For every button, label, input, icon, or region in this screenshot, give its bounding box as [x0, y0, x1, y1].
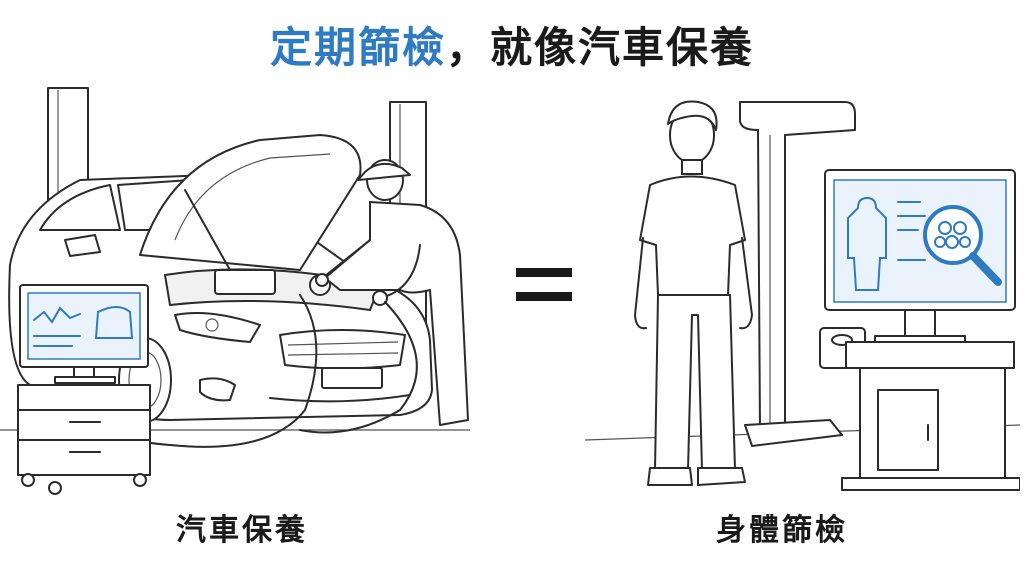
- magnifier-icon: [923, 205, 1002, 286]
- page-title: 定期篩檢，就像汽車保養: [0, 18, 1024, 78]
- car-icon: [8, 134, 433, 423]
- title-rest: 就像汽車保養: [490, 23, 755, 72]
- car-maintenance-illustration: [0, 87, 470, 495]
- caption-body-screening: 身體篩檢: [716, 513, 848, 548]
- equals-sign: =: [512, 262, 576, 310]
- body-screening-illustration: [584, 100, 1020, 491]
- caption-car-maintenance: 汽車保養: [176, 513, 308, 548]
- title-highlight: 定期篩檢: [269, 23, 446, 72]
- body-scanner-icon: [739, 101, 1020, 491]
- mechanic-icon: [315, 159, 469, 426]
- title-separator: ，: [445, 23, 490, 72]
- diagnostic-monitor-icon: [17, 284, 151, 495]
- person-icon: [634, 100, 753, 486]
